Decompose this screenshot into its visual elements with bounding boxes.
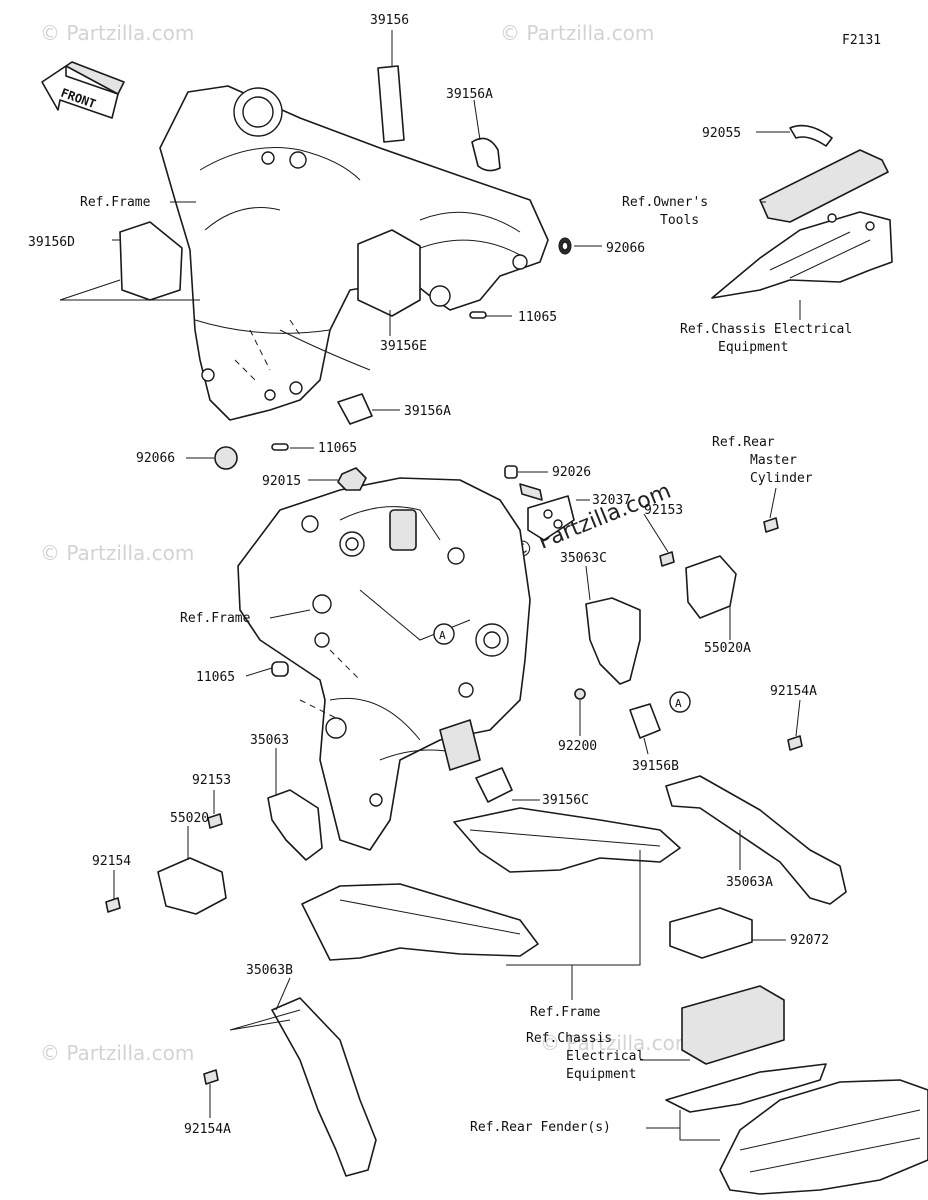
label-ref-chassis-top-2[interactable]: Equipment (718, 340, 788, 355)
part-labels: 39156 39156A 92055 Ref.Frame Ref.Owner's… (28, 13, 852, 1137)
label-35063B[interactable]: 35063B (246, 963, 293, 978)
label-39156A-top[interactable]: 39156A (446, 87, 493, 102)
watermarks: © Partzilla.com © Partzilla.com © Partzi… (40, 21, 694, 1065)
label-ref-chassis-low-1[interactable]: Ref.Chassis (526, 1031, 612, 1046)
label-39156D[interactable]: 39156D (28, 235, 75, 250)
part-92153-bolt-low[interactable] (207, 813, 223, 829)
part-55020-guard[interactable] (157, 857, 227, 915)
label-39156A-mid[interactable]: 39156A (404, 404, 451, 419)
part-35063-bracket[interactable] (267, 789, 323, 861)
part-92072-cover[interactable] (669, 907, 753, 959)
main-frame-middle (237, 477, 531, 851)
part-39156C-decal[interactable] (475, 767, 513, 803)
part-39156B-decal[interactable] (629, 703, 661, 739)
label-11065-top[interactable]: 11065 (518, 310, 557, 325)
part-92200-washer[interactable] (574, 688, 586, 700)
part-92015-nut[interactable] (337, 467, 367, 491)
label-39156[interactable]: 39156 (370, 13, 409, 28)
watermark-4: © Partzilla.com (40, 1041, 194, 1065)
label-ref-owners-tools-1[interactable]: Ref.Owner's (622, 195, 708, 210)
watermark-3: © Partzilla.com (40, 541, 194, 565)
lower-subframe-rail (301, 883, 539, 961)
part-92154A-bolt-low[interactable] (203, 1069, 219, 1085)
part-55020A-guard[interactable] (685, 555, 737, 619)
part-39156E-decal[interactable] (357, 229, 421, 317)
label-ref-rear-master-3[interactable]: Cylinder (750, 471, 813, 486)
label-ref-frame-top[interactable]: Ref.Frame (80, 195, 151, 210)
label-92154A-low[interactable]: 92154A (184, 1122, 231, 1137)
upper-subframe-rail (453, 807, 681, 873)
label-ref-owners-tools-2[interactable]: Tools (660, 213, 699, 228)
part-35063B-heel-plate[interactable] (271, 997, 377, 1177)
label-ref-frame-low[interactable]: Ref.Frame (530, 1005, 601, 1020)
part-92026-collar[interactable] (504, 465, 518, 479)
label-92200[interactable]: 92200 (558, 739, 597, 754)
label-ref-rear-fender[interactable]: Ref.Rear Fender(s) (470, 1120, 611, 1135)
part-92153-bolt-top[interactable] (659, 551, 675, 567)
part-39156-decal[interactable] (377, 65, 405, 143)
label-92026[interactable]: 92026 (552, 465, 591, 480)
label-ref-chassis-low-3[interactable]: Equipment (566, 1067, 636, 1082)
label-ref-chassis-top-1[interactable]: Ref.Chassis Electrical (680, 322, 852, 337)
part-39156D-decal[interactable] (119, 221, 183, 301)
owners-tools-and-tray (711, 124, 893, 299)
part-92154-bolt[interactable] (105, 897, 121, 913)
battery-block (681, 985, 785, 1065)
upper-frame-assembly (159, 85, 549, 421)
part-11065-clip-mid[interactable] (271, 443, 289, 451)
label-55020A[interactable]: 55020A (704, 641, 751, 656)
label-92055[interactable]: 92055 (702, 126, 741, 141)
label-35063[interactable]: 35063 (250, 733, 289, 748)
watermark-5: © Partzilla.com (540, 1031, 694, 1055)
part-92066-grommet-right[interactable] (558, 237, 572, 255)
label-11065-low[interactable]: 11065 (196, 670, 235, 685)
part-32037-plate[interactable] (519, 483, 575, 541)
part-92066-plug-left[interactable] (214, 446, 238, 470)
rear-fender (719, 1079, 928, 1195)
callout-a-frame-letter: A (439, 629, 446, 642)
label-35063A[interactable]: 35063A (726, 875, 773, 890)
label-ref-rear-master-1[interactable]: Ref.Rear (712, 435, 775, 450)
owners-tools-pouch (759, 149, 889, 223)
callout-a-frame: A (433, 623, 455, 645)
callout-a-bracket: A (669, 691, 691, 713)
part-11065-clip-low[interactable] (271, 661, 289, 677)
label-92153-low[interactable]: 92153 (192, 773, 231, 788)
front-arrow-icon: FRONT (41, 61, 125, 119)
label-ref-rear-master-2[interactable]: Master (750, 453, 797, 468)
label-92154A-right[interactable]: 92154A (770, 684, 817, 699)
part-11065-clip-top[interactable] (469, 311, 487, 319)
label-92066-right[interactable]: 92066 (606, 241, 645, 256)
label-11065-mid[interactable]: 11065 (318, 441, 357, 456)
watermark-1: © Partzilla.com (40, 21, 194, 45)
figure-code: F2131 (842, 33, 881, 48)
label-39156C[interactable]: 39156C (542, 793, 589, 808)
part-92154A-bolt-right[interactable] (787, 735, 803, 751)
label-92015[interactable]: 92015 (262, 474, 301, 489)
part-39156A-decal-mid[interactable] (337, 393, 373, 425)
label-35063C[interactable]: 35063C (560, 551, 607, 566)
label-ref-chassis-low-2[interactable]: Electrical (566, 1049, 644, 1064)
rear-master-bolt[interactable] (763, 517, 779, 533)
part-39156A-decal-top[interactable] (471, 137, 501, 172)
battery-tray-pad (665, 1063, 827, 1113)
watermark-2: © Partzilla.com (500, 21, 654, 45)
label-39156E[interactable]: 39156E (380, 339, 427, 354)
leader-lines (59, 30, 801, 1141)
label-39156B[interactable]: 39156B (632, 759, 679, 774)
label-92154[interactable]: 92154 (92, 854, 131, 869)
label-32037[interactable]: 32037 (592, 493, 631, 508)
callout-a-bracket-letter: A (675, 697, 682, 710)
part-35063C-bracket[interactable] (585, 597, 641, 685)
part-35063A-heel-plate[interactable] (665, 775, 847, 905)
label-92072[interactable]: 92072 (790, 933, 829, 948)
label-92066-left[interactable]: 92066 (136, 451, 175, 466)
part-92055-strap[interactable] (789, 124, 833, 147)
label-92153-top[interactable]: 92153 (644, 503, 683, 518)
label-55020[interactable]: 55020 (170, 811, 209, 826)
label-ref-frame-mid[interactable]: Ref.Frame (180, 611, 251, 626)
